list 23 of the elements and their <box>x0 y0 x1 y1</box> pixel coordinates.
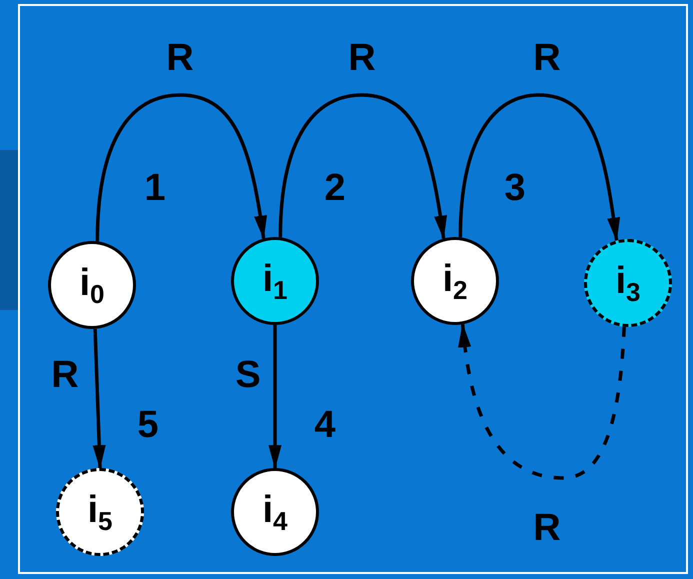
state-label: i$_{3}$ <box>615 262 641 304</box>
edge-label: R <box>166 39 194 77</box>
transition-number: 4 <box>314 406 336 444</box>
state-label: i$_{1}$ <box>262 260 288 302</box>
transition-number: 2 <box>324 169 346 207</box>
edge-label: R <box>533 39 561 77</box>
transition-number: 3 <box>504 169 526 207</box>
state-label: i$_{0}$ <box>79 264 105 306</box>
edge-label: R <box>533 509 561 547</box>
state-label: i$_{2}$ <box>442 260 468 302</box>
arrow <box>96 93 267 242</box>
edge-label: R <box>348 39 376 77</box>
transition-number: 5 <box>137 406 159 444</box>
arrow <box>458 93 620 242</box>
arrow <box>278 93 447 240</box>
state-label: i$_{5}$ <box>87 490 113 534</box>
arrow <box>458 323 626 480</box>
arrow <box>92 328 106 470</box>
edge-label: S <box>235 356 261 394</box>
edge-label: R <box>51 356 79 394</box>
transition-number: 1 <box>144 169 166 207</box>
arrow <box>268 325 282 470</box>
state-label: i$_{4}$ <box>262 490 288 534</box>
